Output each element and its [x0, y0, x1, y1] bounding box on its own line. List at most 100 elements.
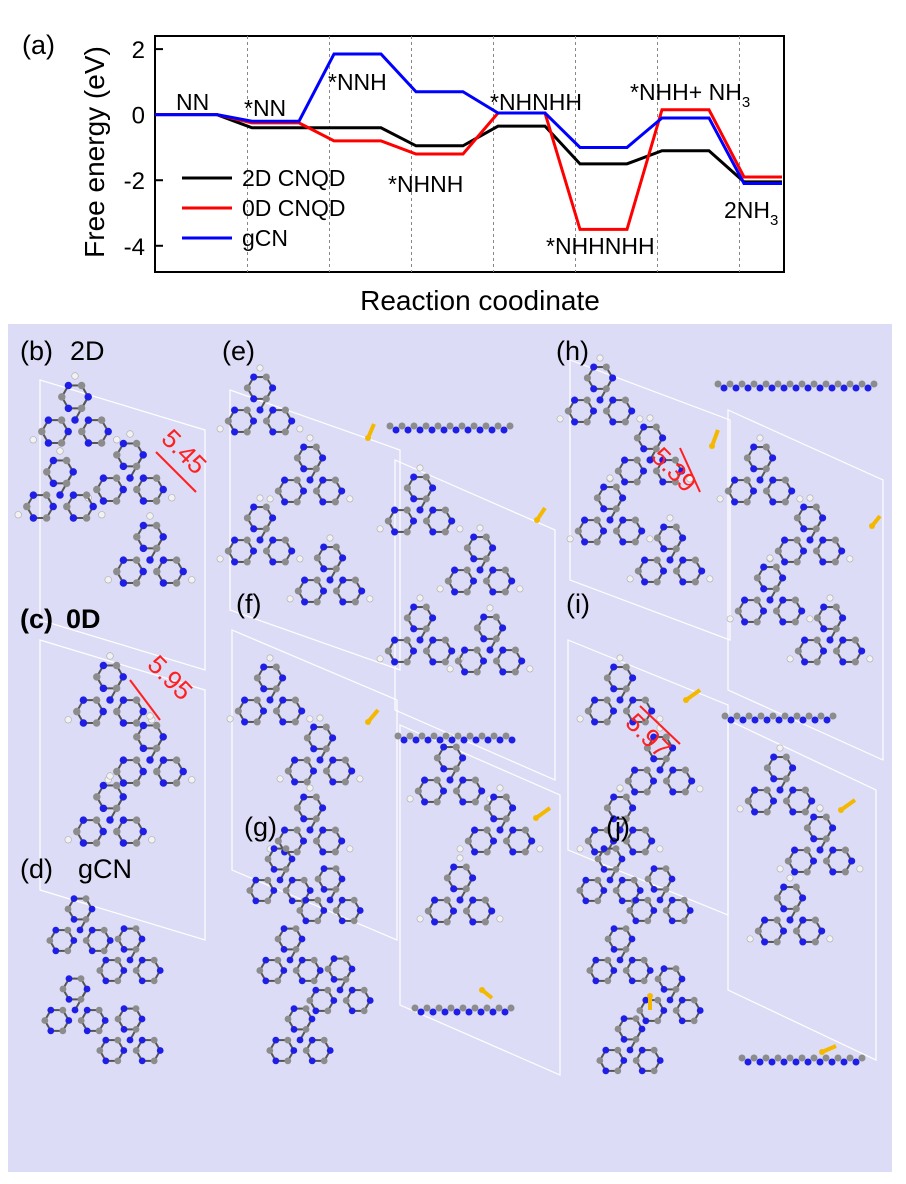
atom [322, 745, 330, 753]
atom [59, 1006, 67, 1014]
atom [798, 607, 806, 615]
atom [92, 719, 101, 727]
atom [632, 1015, 640, 1023]
atom [96, 1047, 104, 1054]
atom [762, 380, 770, 388]
atom [629, 804, 637, 812]
atom [612, 887, 620, 894]
atom [480, 635, 488, 643]
atom [179, 567, 187, 576]
atom [592, 956, 600, 964]
atom [249, 547, 258, 555]
atom [610, 793, 618, 801]
atom [650, 907, 658, 914]
atom [691, 578, 699, 586]
atom [671, 456, 679, 464]
atom [320, 885, 328, 893]
atom [84, 393, 92, 401]
atom [292, 967, 300, 974]
atom [88, 905, 96, 913]
atom [77, 1017, 85, 1024]
atom [440, 426, 448, 434]
atom [792, 883, 800, 891]
atom [296, 1036, 304, 1044]
atom [296, 425, 304, 433]
atom [241, 718, 249, 726]
atom [253, 696, 261, 704]
atom [793, 536, 801, 544]
atom [114, 1015, 122, 1023]
atom [465, 1008, 473, 1016]
atom [646, 535, 654, 543]
atom [280, 925, 288, 933]
atom [744, 384, 752, 392]
atom [348, 986, 356, 994]
atom [636, 887, 644, 894]
atom [312, 837, 321, 845]
atom [64, 381, 73, 390]
atom [139, 721, 148, 730]
atom [338, 487, 346, 495]
atom [609, 837, 618, 845]
atom [478, 787, 486, 795]
atom [159, 756, 168, 764]
atom [112, 497, 121, 505]
atom [348, 965, 356, 973]
atom [338, 837, 346, 845]
atom [618, 876, 626, 884]
atom [640, 977, 648, 985]
atom [626, 575, 634, 583]
atom [153, 767, 161, 776]
atom [120, 945, 128, 953]
atom [442, 732, 450, 740]
atom [88, 947, 96, 955]
atom [331, 476, 339, 484]
unit-cell [727, 409, 884, 761]
atom [112, 684, 121, 693]
atom [274, 487, 282, 495]
atom [791, 868, 799, 876]
arrow-head [534, 517, 540, 523]
atom [796, 495, 804, 503]
atom [71, 1006, 79, 1014]
atom [583, 418, 591, 426]
atom [803, 868, 811, 876]
atom [826, 636, 834, 644]
atom [338, 896, 346, 904]
atom [586, 967, 594, 974]
atom [358, 587, 366, 595]
atom [310, 723, 318, 731]
atom [303, 756, 311, 764]
atom [132, 439, 141, 448]
atom [590, 385, 598, 393]
structure-e [216, 364, 556, 781]
atom [622, 793, 630, 801]
atom [772, 607, 781, 615]
atom [770, 753, 778, 761]
atom [424, 907, 432, 915]
atom [293, 454, 301, 462]
atom [310, 977, 318, 985]
atom [172, 556, 181, 564]
atom [224, 417, 232, 425]
atom [600, 483, 608, 491]
atom [621, 456, 629, 464]
atom [496, 784, 504, 792]
atom [819, 647, 828, 655]
atom [489, 1008, 497, 1016]
atom [808, 797, 816, 805]
atom [794, 647, 802, 655]
atom [781, 498, 789, 506]
atom [70, 895, 78, 903]
structure-f [226, 629, 561, 1076]
atom [801, 786, 809, 794]
atom [64, 905, 72, 913]
atom [216, 555, 224, 563]
atom [132, 1025, 140, 1033]
atom [656, 845, 664, 853]
atom [272, 685, 280, 693]
atom [776, 744, 784, 752]
atom [461, 668, 469, 676]
atom [489, 566, 497, 574]
atom [146, 512, 154, 520]
